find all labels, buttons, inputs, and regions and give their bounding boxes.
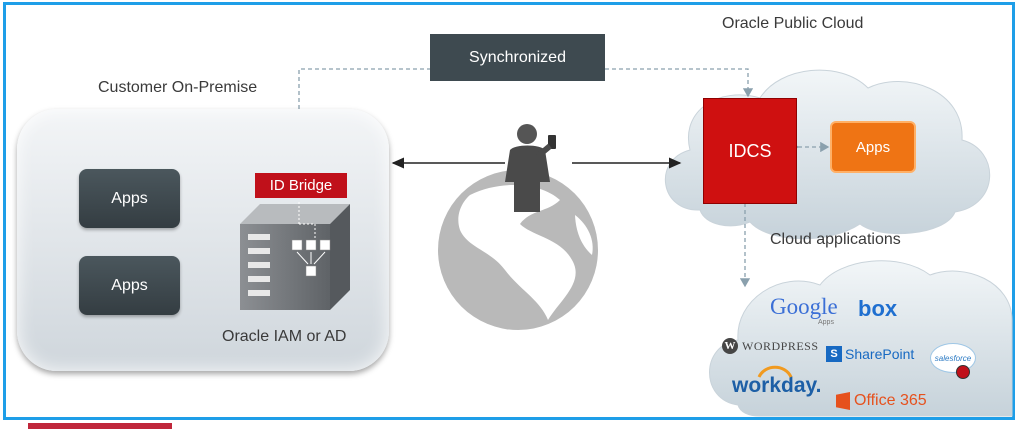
onprem-apps-box-2: Apps — [79, 256, 180, 315]
google-logo: Google — [770, 294, 838, 319]
google-apps-sublabel: Apps — [818, 319, 834, 326]
office365-logo-group: Office 365 — [836, 392, 927, 410]
cloud-applications-label: Cloud applications — [770, 231, 901, 248]
accent-bar — [28, 423, 172, 429]
wordpress-logo: WordPress — [742, 338, 819, 353]
cloud-apps-box: Apps — [830, 121, 916, 173]
sync-line-left — [298, 68, 430, 172]
oracle-iam-ad-label: Oracle IAM or AD — [222, 328, 347, 345]
sync-line-right — [605, 68, 754, 98]
salesforce-badge-icon — [956, 365, 970, 379]
office365-logo: Office 365 — [854, 392, 927, 409]
id-bridge-box: ID Bridge — [255, 173, 347, 198]
synchronized-box: Synchronized — [430, 34, 605, 81]
sharepoint-icon: S — [826, 346, 842, 362]
wordpress-logo-group: W WordPress — [722, 338, 819, 354]
box-logo: box — [858, 296, 898, 321]
sharepoint-logo-group: S SharePoint — [826, 346, 914, 362]
sharepoint-logo: SharePoint — [845, 346, 915, 362]
wordpress-icon: W — [722, 338, 738, 354]
diagram-frame — [3, 2, 1015, 420]
mobile-user-icon — [505, 124, 556, 212]
workday-arc-icon — [757, 365, 793, 378]
globe-icon — [438, 170, 598, 330]
oracle-public-cloud-label: Oracle Public Cloud — [722, 15, 864, 32]
server-icon — [240, 202, 350, 310]
idcs-box: IDCS — [703, 98, 797, 204]
workday-logo: workday. — [732, 374, 822, 397]
onprem-apps-box-1: Apps — [79, 169, 180, 228]
salesforce-logo: salesforce — [934, 353, 972, 363]
customer-on-premise-label: Customer On-Premise — [98, 79, 258, 96]
office-icon — [836, 392, 850, 410]
